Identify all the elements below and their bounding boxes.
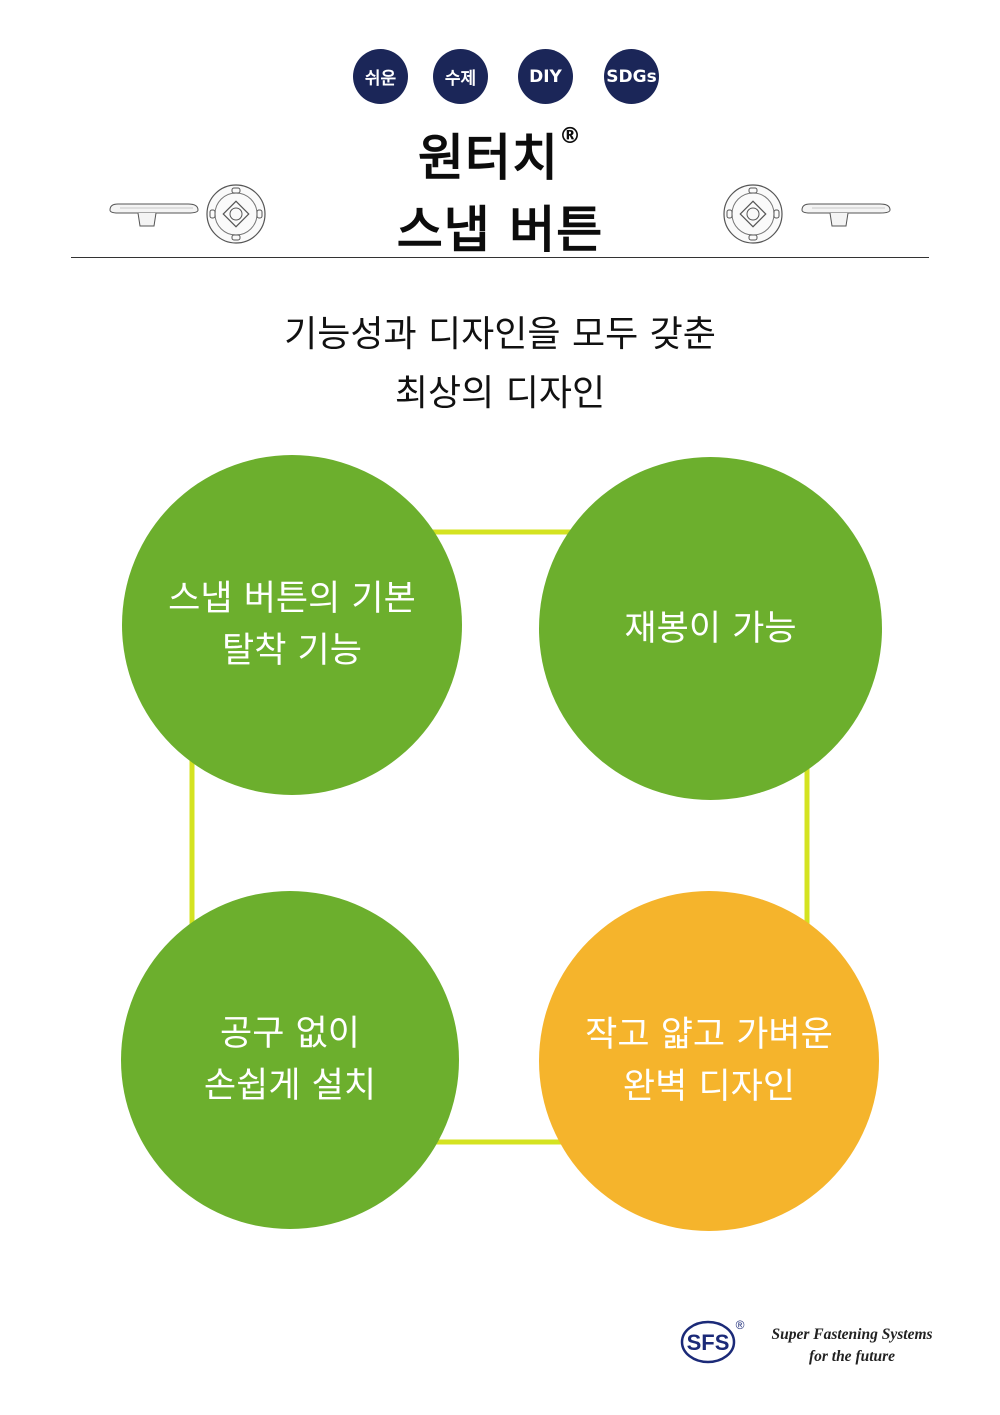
feature-label: 작고 얇고 가벼운 bbox=[585, 1015, 833, 1055]
feature-label: 스냅 버튼의 기본 bbox=[168, 579, 416, 619]
page-title-line2: 스냅 버튼 bbox=[396, 201, 604, 259]
badge-handmade: 수제 bbox=[433, 49, 488, 104]
badge-diy: DIY bbox=[518, 49, 573, 104]
badge-easy: 쉬운 bbox=[353, 49, 408, 104]
feature-circle-detach: 스냅 버튼의 기본 탈착 기능 bbox=[122, 455, 462, 795]
logo-tagline-line1: Super Fastening Systems bbox=[771, 1326, 933, 1343]
svg-text:®: ® bbox=[736, 1318, 745, 1332]
badge-sdgs: SDGs bbox=[604, 49, 659, 104]
snap-top-view-right-icon bbox=[723, 184, 783, 244]
feature-label: 공구 없이 bbox=[220, 1014, 360, 1054]
subtitle-line2: 최상의 디자인 bbox=[394, 373, 606, 414]
feature-label: 완벽 디자인 bbox=[622, 1067, 796, 1107]
page-title-line1: 원터치® bbox=[418, 124, 582, 187]
feature-circle-sewable: 재봉이 가능 bbox=[539, 457, 882, 800]
sfs-logo: SFS ® bbox=[680, 1318, 745, 1364]
feature-circle-design: 작고 얇고 가벼운 완벽 디자인 bbox=[539, 891, 879, 1231]
snap-side-view-left-icon bbox=[109, 203, 199, 227]
logo-tagline-line2: for the future bbox=[808, 1348, 896, 1365]
subtitle-line1: 기능성과 디자인을 모두 갖춘 bbox=[284, 314, 716, 355]
feature-label: 손쉽게 설치 bbox=[203, 1066, 377, 1106]
feature-circle-no-tools: 공구 없이 손쉽게 설치 bbox=[121, 891, 459, 1229]
divider bbox=[71, 257, 929, 258]
feature-label: 재봉이 가능 bbox=[624, 608, 797, 649]
snap-side-view-right-icon bbox=[801, 203, 891, 227]
feature-label: 탈착 기능 bbox=[222, 631, 362, 671]
svg-text:SFS: SFS bbox=[687, 1330, 730, 1355]
snap-top-view-left-icon bbox=[206, 184, 266, 244]
